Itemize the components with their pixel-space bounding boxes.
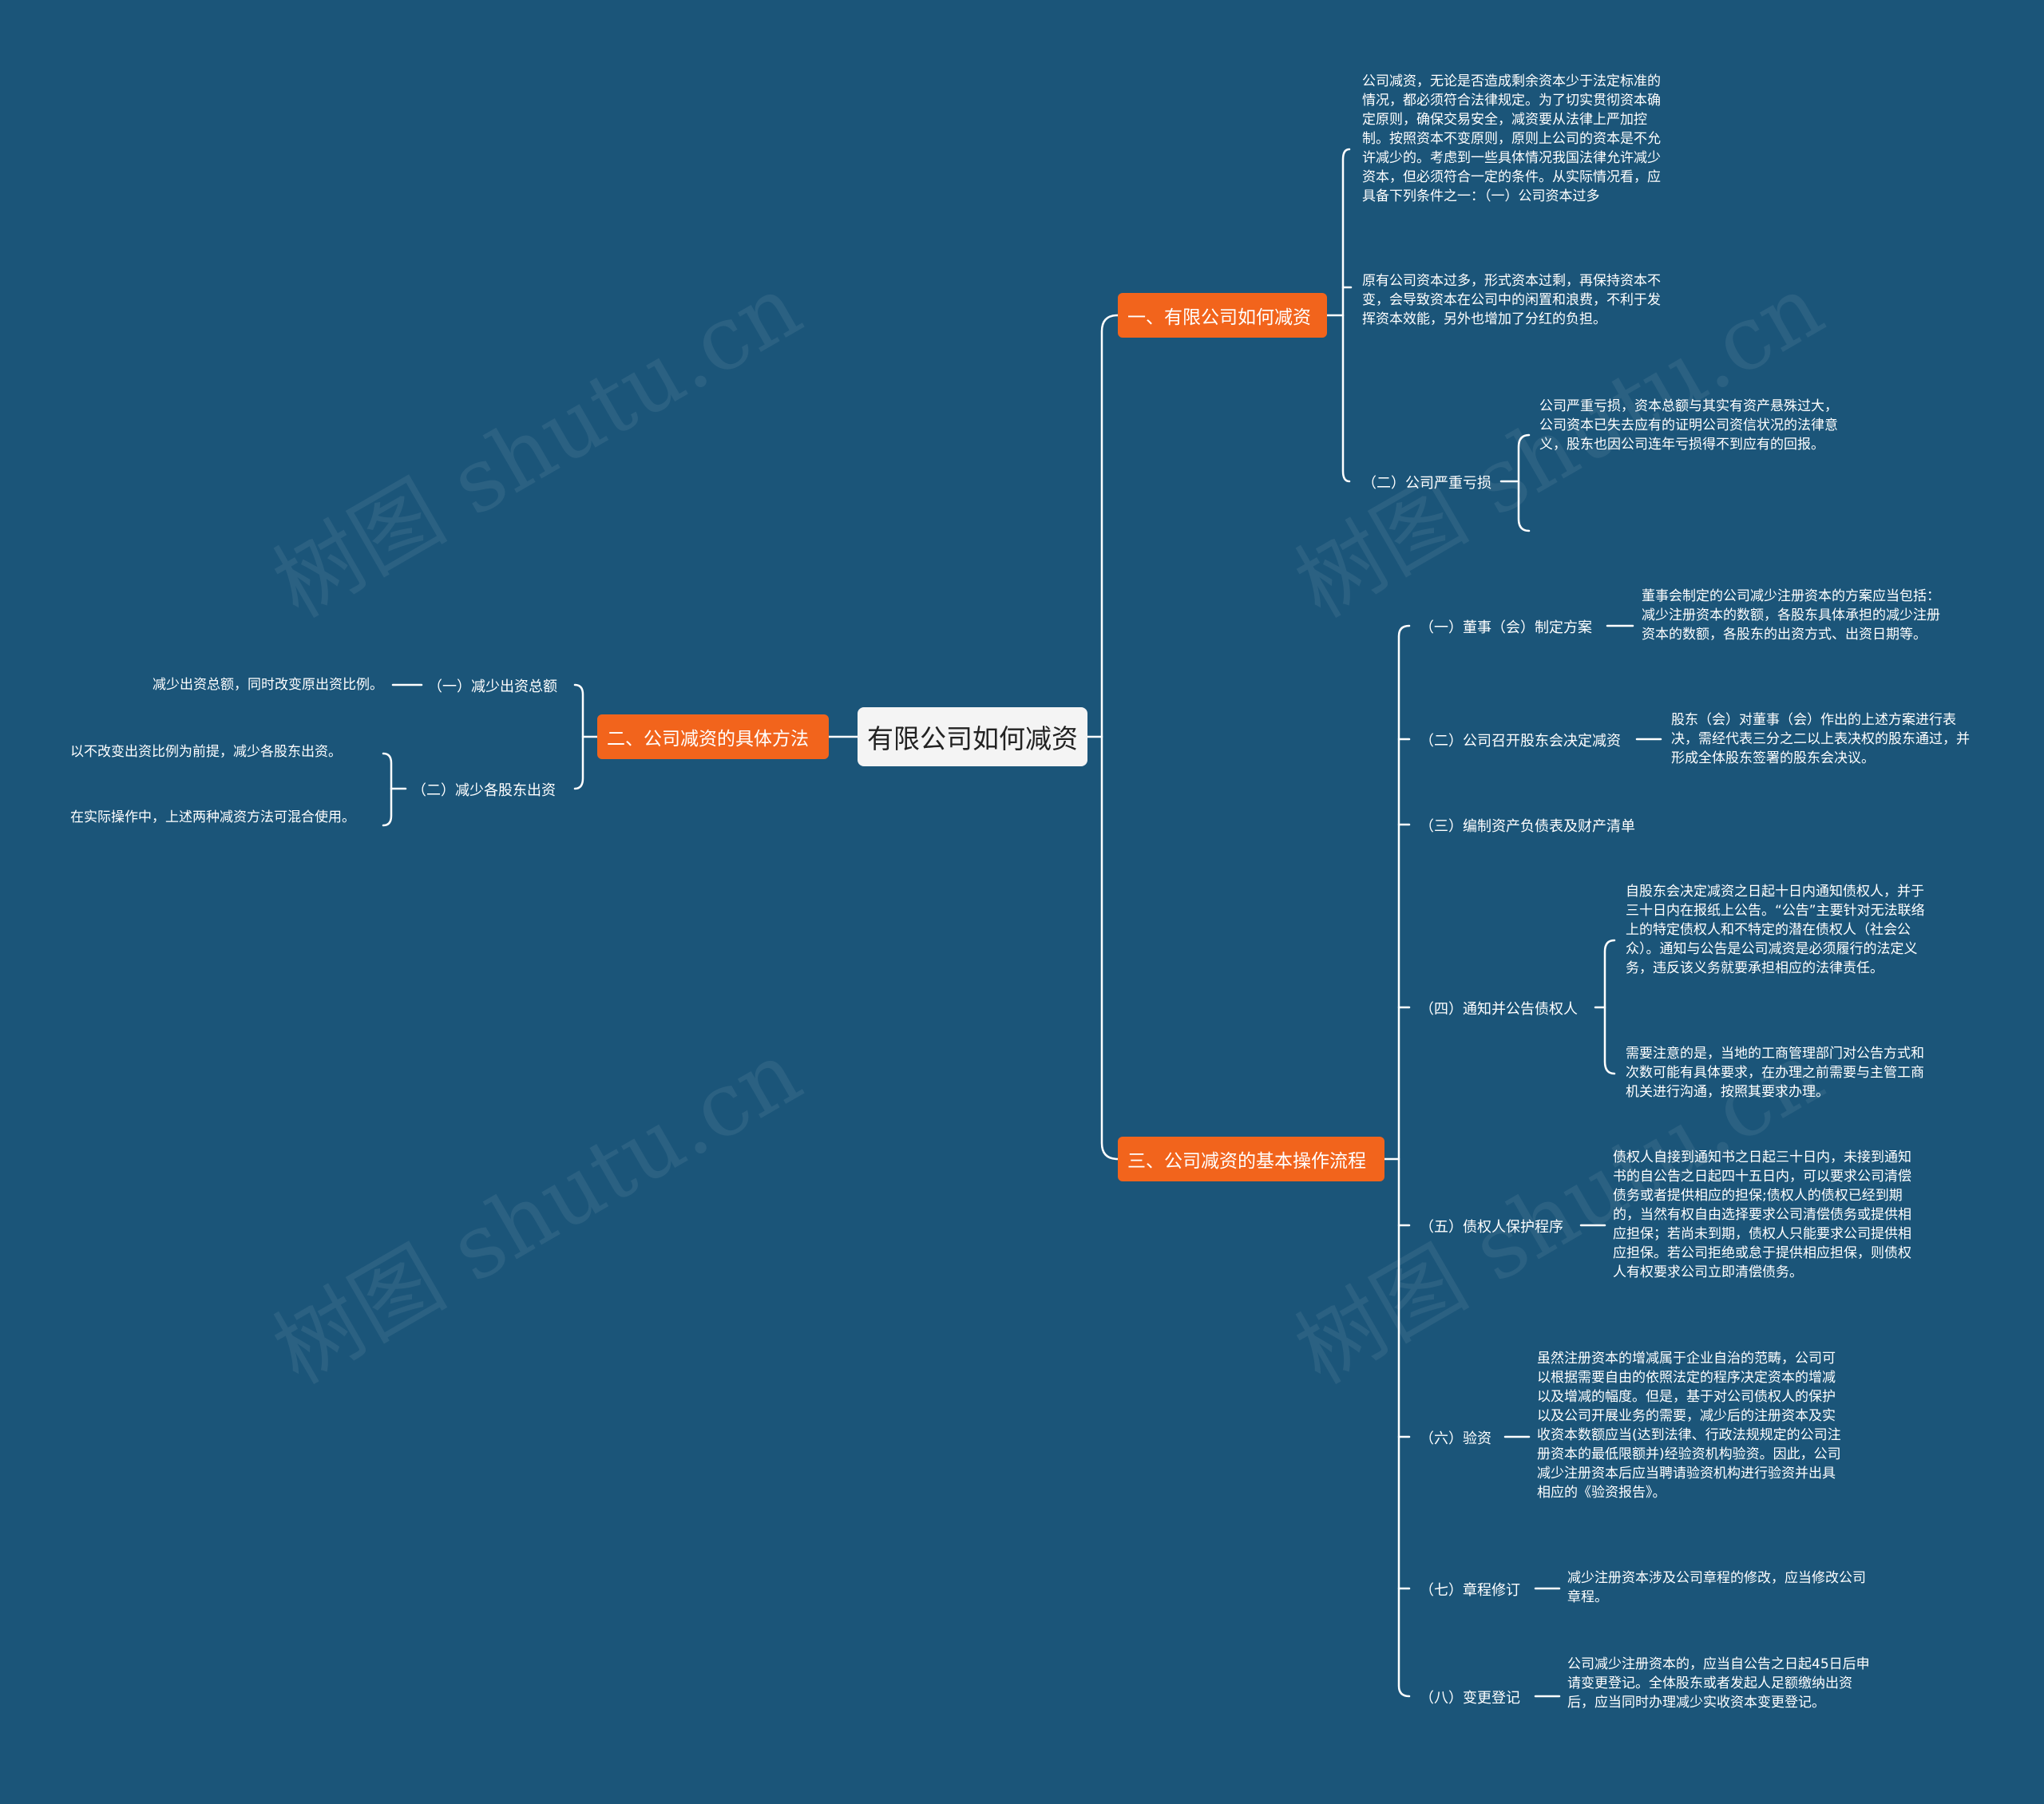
connector [1517,433,1531,532]
leaf-reduce-each-b: 在实际操作中，上述两种减资方法可混合使用。 [70,809,355,825]
leaf-shareholder-meeting: 股东（会）对董事（会）作出的上述方案进行表决，需经代表三分之二以上表决权的股东通… [1671,712,1970,766]
branch-specific-methods[interactable]: 二、公司减资的具体方法 [597,714,829,759]
root-topic[interactable]: 有限公司如何减资 [858,707,1087,766]
leaf-reduce-each-a: 以不改变出资比例为前提，减少各股东出资。 [70,744,342,760]
leaf-notify-creditors: 自股东会决定减资之日起十日内通知债权人，并于三十日内在报纸上公告。“公告”主要针… [1626,884,1925,976]
connector [382,752,393,827]
sub-reduce-total[interactable]: （一）减少出资总额 [428,678,557,695]
leaf-articles-amendment: 减少注册资本涉及公司章程的修改，应当修改公司章程。 [1567,1570,1866,1605]
sub-change-registration[interactable]: （八）变更登记 [1420,1690,1520,1707]
leaf-notify-note: 需要注意的是，当地的工商管理部门对公告方式和次数可能有具体要求，在办理之前需要与… [1626,1046,1924,1100]
sub-board-plan[interactable]: （一）董事（会）制定方案 [1420,619,1592,636]
leaf-reduce-total: 减少出资总额，同时改变原出资比例。 [153,677,383,693]
leaf-capital-verification: 虽然注册资本的增减属于企业自治的范畴，公司可以根据需要自由的依照法定的程序决定资… [1537,1351,1841,1501]
sub-serious-loss[interactable]: （二）公司严重亏损 [1362,475,1491,492]
sub-creditor-protection[interactable]: （五）债权人保护程序 [1420,1219,1563,1236]
connector [1100,314,1119,1161]
connector [1603,939,1616,1075]
connector [1397,624,1411,1698]
sub-shareholder-meeting[interactable]: （二）公司召开股东会决定减资 [1420,733,1621,750]
leaf-change-registration: 公司减少注册资本的，应当自公告之日起45日后申请变更登记。全体股东或者发起人足额… [1567,1656,1870,1711]
leaf-creditor-protection: 债权人自接到通知书之日起三十日内，未接到通知书的自公告之日起四十五日内，可以要求… [1613,1149,1911,1280]
sub-reduce-each[interactable]: （二）减少各股东出资 [412,782,556,799]
connector [573,683,584,790]
sub-articles-amendment[interactable]: （七）章程修订 [1420,1582,1520,1599]
leaf-reduction-conditions: 公司减资，无论是否造成剩余资本少于法定标准的情况，都必须符合法律规定。为了切实贯… [1362,73,1661,204]
branch-basic-procedure[interactable]: 三、公司减资的基本操作流程 [1118,1137,1384,1181]
sub-balance-sheet[interactable]: （三）编制资产负债表及财产清单 [1420,818,1635,835]
sub-capital-verification[interactable]: （六）验资 [1420,1430,1491,1447]
connector [1341,148,1351,483]
branch-how-to-reduce[interactable]: 一、有限公司如何减资 [1118,293,1327,338]
leaf-serious-loss: 公司严重亏损，资本总额与其实有资产悬殊过大，公司资本已失去应有的证明公司资信状况… [1539,398,1838,453]
leaf-board-plan: 董事会制定的公司减少注册资本的方案应当包括：减少注册资本的数额，各股东具体承担的… [1642,588,1940,643]
leaf-excess-capital: 原有公司资本过多，形式资本过剩，再保持资本不变，会导致资本在公司中的闲置和浪费，… [1362,273,1661,327]
sub-notify-creditors[interactable]: （四）通知并公告债权人 [1420,1001,1578,1018]
